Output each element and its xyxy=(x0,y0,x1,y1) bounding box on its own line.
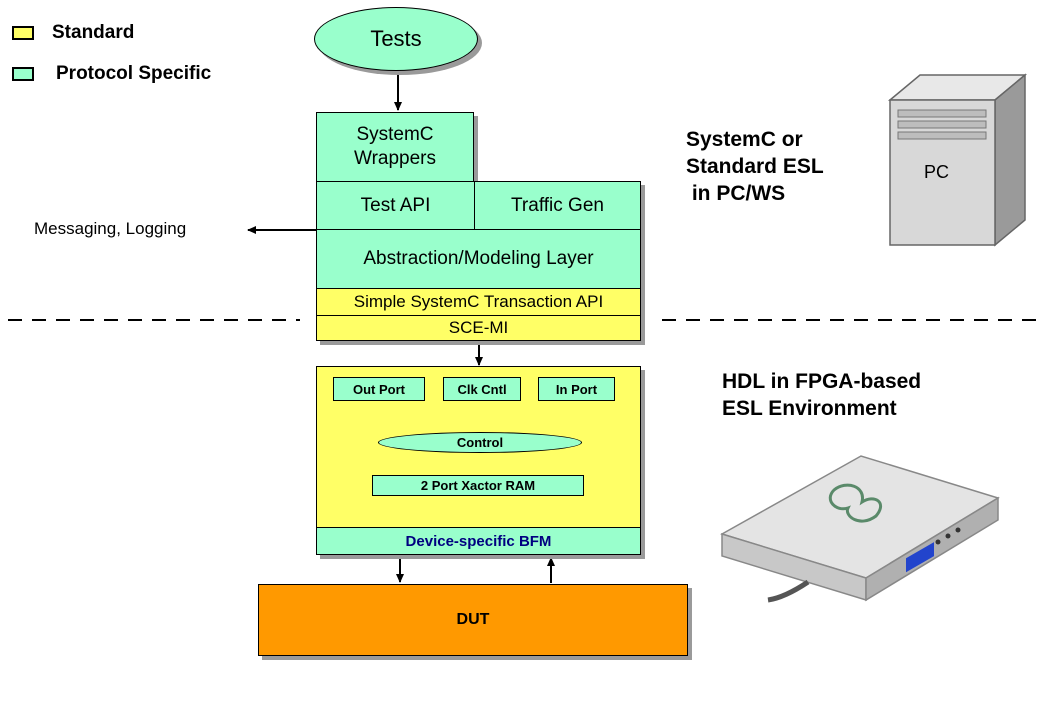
hdl-fpga-line1: HDL in FPGA-based xyxy=(722,370,922,393)
traffic-gen-box: Traffic Gen xyxy=(474,181,641,230)
test-api-label: Test API xyxy=(360,194,431,216)
fpga-hardware-icon xyxy=(720,455,1000,603)
messaging-logging-label: Messaging, Logging xyxy=(34,219,187,238)
xactor-ram-box: 2 Port Xactor RAM xyxy=(372,475,584,496)
pc-tower-icon xyxy=(887,73,1028,247)
control-ellipse: Control xyxy=(378,432,582,453)
systemc-wrappers-line1: SystemC xyxy=(356,124,434,145)
esl-pc-description: SystemC or Standard ESL in PC/WS xyxy=(686,126,824,207)
tests-ellipse: Tests xyxy=(314,7,478,71)
traffic-gen-label: Traffic Gen xyxy=(511,194,604,216)
esl-pc-line2: Standard ESL xyxy=(686,155,824,178)
esl-pc-line1: SystemC or xyxy=(686,128,803,151)
clk-cntl-label: Clk Cntl xyxy=(457,381,507,397)
tests-label: Tests xyxy=(370,26,422,51)
in-port-label: In Port xyxy=(555,381,598,397)
systemc-wrappers-line2: Wrappers xyxy=(353,148,436,169)
legend-protocol-swatch xyxy=(12,67,34,81)
hdl-fpga-line2: ESL Environment xyxy=(722,397,897,420)
legend-protocol-label: Protocol Specific xyxy=(56,63,212,84)
transaction-api-box: Simple SystemC Transaction API xyxy=(316,288,641,316)
bfm-box: Device-specific BFM xyxy=(316,527,641,555)
test-api-box: Test API xyxy=(316,181,475,230)
bfm-label: Device-specific BFM xyxy=(405,532,552,550)
dut-box: DUT xyxy=(258,584,688,656)
pc-label: PC xyxy=(924,162,950,182)
in-port-box: In Port xyxy=(538,377,615,401)
out-port-box: Out Port xyxy=(333,377,425,401)
abstraction-layer-label: Abstraction/Modeling Layer xyxy=(363,248,594,269)
hdl-fpga-description: HDL in FPGA-based ESL Environment xyxy=(722,368,921,422)
sce-mi-box: SCE-MI xyxy=(316,315,641,341)
legend-standard-label: Standard xyxy=(52,22,135,43)
dut-label: DUT xyxy=(456,611,490,628)
control-label: Control xyxy=(456,435,504,450)
out-port-label: Out Port xyxy=(353,381,405,397)
sce-mi-label: SCE-MI xyxy=(448,318,509,337)
xactor-ram-label: 2 Port Xactor RAM xyxy=(420,478,536,493)
transaction-api-label: Simple SystemC Transaction API xyxy=(353,292,604,311)
legend-standard-swatch xyxy=(12,26,34,40)
abstraction-layer-box: Abstraction/Modeling Layer xyxy=(316,229,641,289)
clk-cntl-box: Clk Cntl xyxy=(443,377,521,401)
systemc-wrappers-box: SystemC Wrappers xyxy=(316,112,474,182)
esl-pc-line3: in PC/WS xyxy=(686,182,786,205)
